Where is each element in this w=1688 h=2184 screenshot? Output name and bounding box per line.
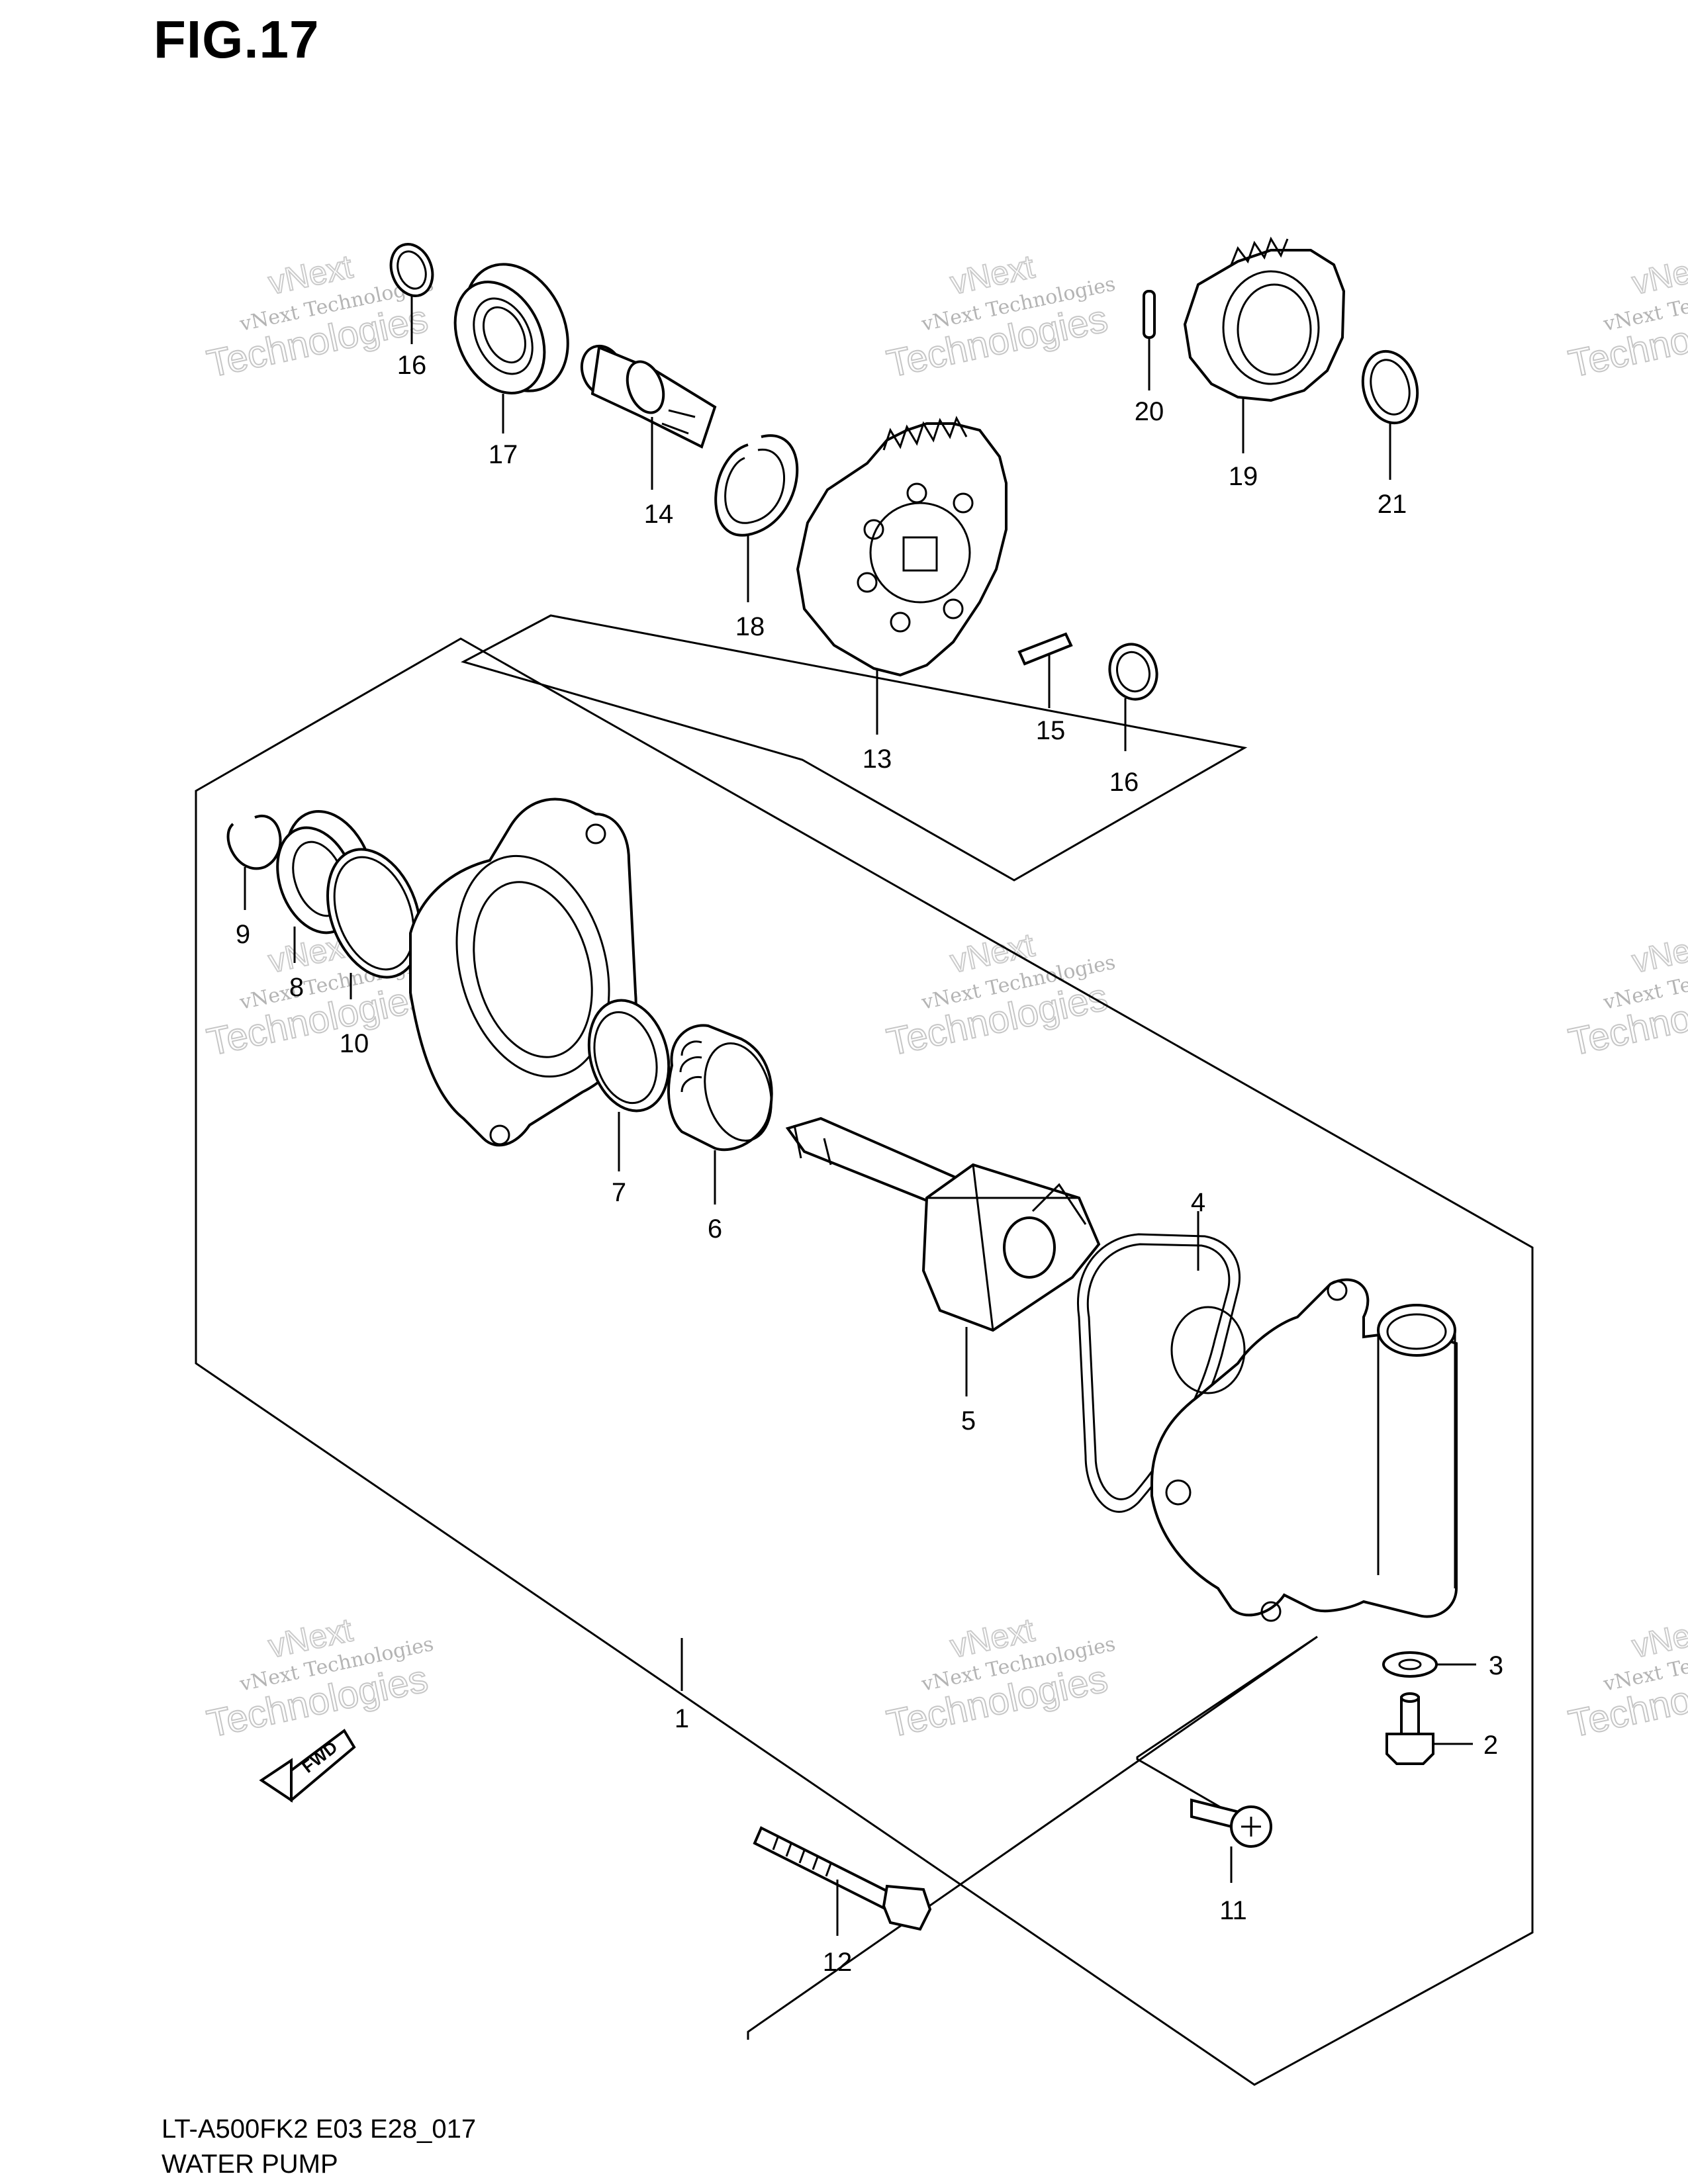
callout-6: 6 <box>708 1214 722 1244</box>
part-7-seal-ring <box>587 999 671 1113</box>
part-9-e-clip <box>226 814 282 870</box>
fwd-arrow-icon: FWD <box>259 1729 356 1803</box>
callout-11: 11 <box>1219 1896 1247 1925</box>
watermark-low-center: vNext vNext Technologies Technologies <box>882 1610 1117 1746</box>
part-18-circlip <box>714 434 799 537</box>
part-10-o-ring <box>326 848 422 979</box>
watermark-vnext: vNext <box>1629 248 1688 301</box>
frame-pump-assembly <box>195 637 1534 2086</box>
footer-model-code: LT-A500FK2 E03 E28_017 <box>162 2115 477 2144</box>
callout-7: 7 <box>612 1178 626 1207</box>
callout-8: 8 <box>289 973 304 1002</box>
callout-5: 5 <box>961 1406 976 1435</box>
part-21-circlip <box>1361 349 1419 425</box>
part-5-impeller-shaft <box>785 1116 1101 1332</box>
part-6-mechanical-seal <box>667 1024 773 1152</box>
callout-21: 21 <box>1378 490 1407 519</box>
watermark-low-right: vNext vNext Technologies Technologies <box>1564 1610 1688 1746</box>
leader-lines <box>244 296 1476 1936</box>
callout-2: 2 <box>1483 1731 1498 1760</box>
watermark-low-left: vNext vNext Technologies Technologies <box>203 1610 436 1746</box>
watermark-mid-center: vNext vNext Technologies Technologies <box>882 925 1117 1064</box>
part-15-pin <box>1017 632 1073 666</box>
callout-14: 14 <box>644 500 674 529</box>
part-20-pin <box>1143 290 1156 339</box>
callout-1: 1 <box>675 1704 689 1733</box>
callout-13: 13 <box>863 745 892 774</box>
callout-10: 10 <box>340 1029 369 1058</box>
part-12-long-bolt <box>753 1826 932 1931</box>
part-17-bearing <box>453 263 569 394</box>
part-13-gear <box>796 416 1008 677</box>
part-16-circlip-lower <box>1108 643 1158 701</box>
callout-17: 17 <box>489 440 518 469</box>
callout-labels: 16 17 14 18 13 20 19 21 15 16 9 8 10 7 6… <box>236 351 1503 1977</box>
part-2-bolt <box>1385 1692 1434 1765</box>
watermark-top-center: vNext vNext Technologies Technologies <box>882 247 1117 386</box>
footer-assembly-name: WATER PUMP <box>162 2150 338 2179</box>
callout-16-lower: 16 <box>1109 768 1139 797</box>
part-3-washer <box>1382 1651 1438 1678</box>
part-19-gear <box>1183 236 1346 402</box>
part-16-circlip-upper <box>389 243 434 297</box>
callout-19: 19 <box>1229 462 1258 491</box>
part-4-gasket <box>1077 1233 1241 1513</box>
callout-9: 9 <box>236 920 250 949</box>
part-11-screw <box>1190 1798 1272 1848</box>
callout-12: 12 <box>823 1948 853 1977</box>
callout-15: 15 <box>1036 716 1066 745</box>
watermark-vnext: vNext <box>1629 926 1688 979</box>
part-14-shaft <box>580 344 717 449</box>
frame-gear-assembly <box>461 614 1248 882</box>
callout-4: 4 <box>1191 1188 1205 1217</box>
callout-20: 20 <box>1135 397 1164 426</box>
callout-16-upper: 16 <box>397 351 427 380</box>
watermark-top-right: vNext vNext Technologies Technologies <box>1564 247 1688 386</box>
watermark-mid-right: vNext vNext Technologies Technologies <box>1564 925 1688 1064</box>
figure-title: FIG.17 <box>154 10 320 69</box>
callout-18: 18 <box>735 612 765 641</box>
part-pump-cover <box>1150 1278 1458 1622</box>
part-housing-plate <box>409 797 637 1147</box>
callout-3: 3 <box>1489 1651 1503 1680</box>
frame-screw-bracket <box>747 1635 1318 2040</box>
